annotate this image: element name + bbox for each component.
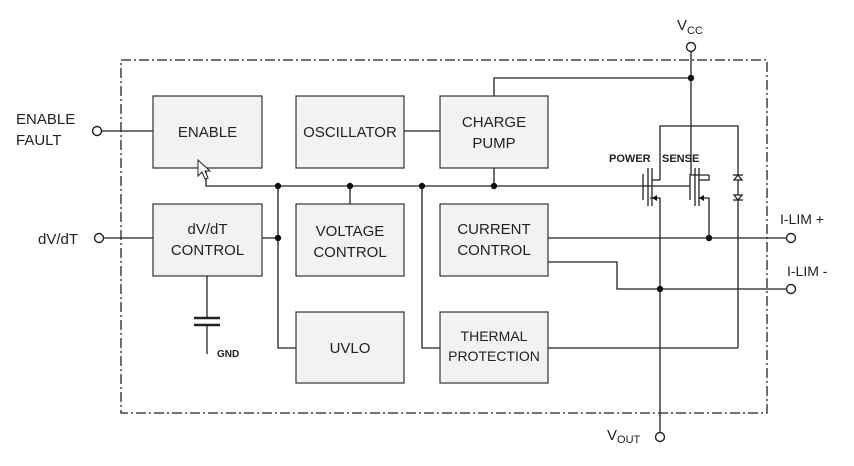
- ilim-minus-label: I-LIM -: [787, 263, 828, 279]
- ilim-minus-terminal: [785, 283, 797, 295]
- wires: [102, 52, 786, 432]
- thermal-protection-block: THERMAL PROTECTION: [439, 311, 549, 384]
- voltage-control-block: VOLTAGE CONTROL: [295, 203, 405, 277]
- thermal-protection-label-line2: PROTECTION: [448, 348, 540, 364]
- junctions: [274, 74, 713, 293]
- charge-pump-block: CHARGE PUMP: [439, 95, 549, 169]
- voltage-control-label-line2: CONTROL: [313, 244, 386, 261]
- enable-block-label: ENABLE: [178, 124, 237, 141]
- gnd-label: GND: [217, 349, 239, 360]
- fault-pin-label: FAULT: [16, 132, 62, 149]
- ic-boundary: [120, 59, 768, 414]
- uvlo-label: UVLO: [330, 340, 371, 357]
- charge-pump-label-line1: CHARGE: [462, 114, 526, 131]
- dvdt-control-label-line1: dV/dT: [187, 221, 227, 238]
- vout-terminal: [654, 431, 666, 443]
- vcc-terminal: [685, 41, 697, 53]
- vout-label: VOUT: [607, 427, 641, 446]
- ilim-plus-terminal: [785, 232, 797, 244]
- current-control-label-line2: CONTROL: [457, 242, 530, 259]
- ilim-plus-label: I-LIM +: [780, 211, 824, 227]
- vcc-label: VCC: [677, 17, 703, 37]
- enable-fault-terminal: [91, 125, 103, 137]
- voltage-control-label-line1: VOLTAGE: [316, 223, 385, 240]
- power-mosfet: [642, 168, 660, 206]
- current-control-label-line1: CURRENT: [457, 221, 530, 238]
- dvdt-terminal: [93, 232, 105, 244]
- sense-mosfet: [689, 168, 710, 206]
- dvdt-control-block: dV/dT CONTROL: [152, 203, 263, 277]
- uvlo-block: UVLO: [295, 311, 405, 384]
- zener-diodes: [732, 173, 744, 202]
- dvdt-pin-label: dV/dT: [38, 231, 78, 248]
- oscillator-block: OSCILLATOR: [295, 95, 405, 169]
- capacitor: [194, 316, 220, 327]
- enable-block: ENABLE: [152, 95, 263, 169]
- power-label: POWER: [609, 153, 651, 165]
- mouse-cursor-icon: [197, 158, 212, 180]
- sense-label: SENSE: [662, 153, 699, 165]
- enable-pin-label: ENABLE: [16, 111, 75, 128]
- charge-pump-label-line2: PUMP: [472, 135, 515, 152]
- oscillator-block-label: OSCILLATOR: [303, 124, 397, 141]
- thermal-protection-label-line1: THERMAL: [461, 328, 528, 344]
- dvdt-control-label-line2: CONTROL: [171, 242, 244, 259]
- current-control-block: CURRENT CONTROL: [439, 203, 549, 277]
